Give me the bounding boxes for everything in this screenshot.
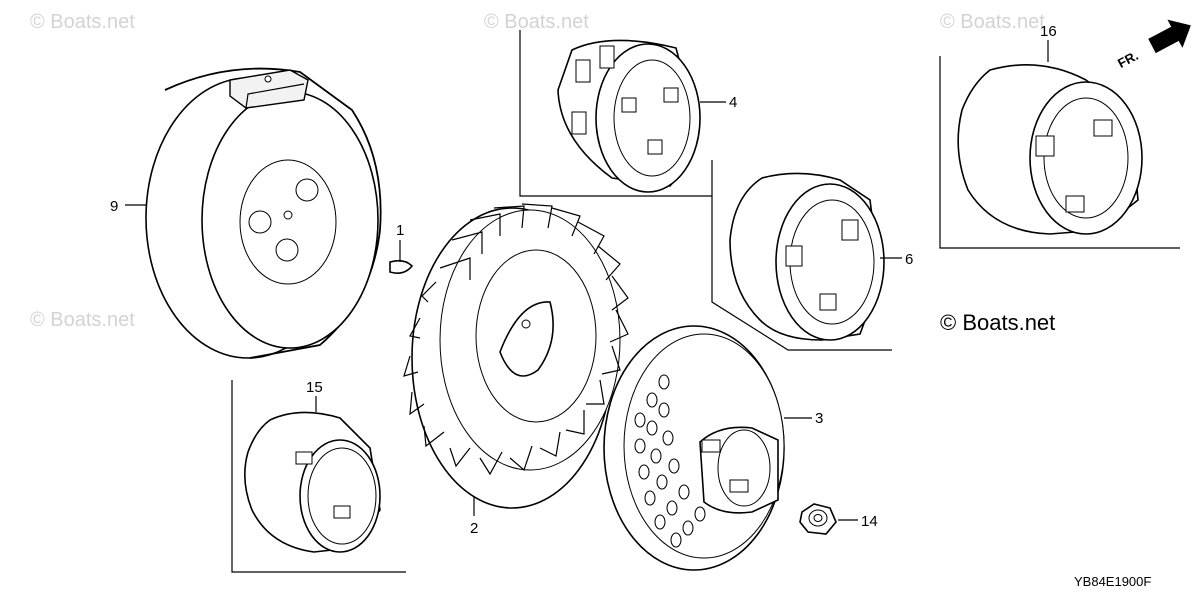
leader-lines	[125, 40, 1049, 521]
callout-9: 9	[110, 198, 118, 215]
callout-3: 3	[815, 410, 823, 427]
part-4-starter-cup[interactable]	[557, 39, 701, 193]
part-15-sleeve[interactable]	[244, 411, 381, 553]
copyright-label: © Boats.net	[940, 310, 1055, 335]
watermark-top-left: © Boats.net	[30, 11, 135, 33]
fr-label: FR.	[1115, 48, 1141, 71]
callout-15: 15	[306, 379, 323, 396]
part-9-flywheel[interactable]	[145, 67, 382, 359]
part-14-nut[interactable]	[799, 503, 837, 535]
callout-4: 4	[729, 94, 737, 111]
frame-line-15	[231, 380, 406, 573]
part-2-fan[interactable]	[403, 203, 629, 509]
frame-line-4-6	[519, 30, 892, 351]
part-3-pulley[interactable]	[603, 325, 785, 571]
part-16-collar[interactable]	[957, 64, 1143, 235]
callout-14: 14	[861, 513, 878, 530]
fr-direction-arrow: FR.	[1115, 19, 1191, 71]
callout-1: 1	[396, 222, 404, 239]
callout-6: 6	[905, 251, 913, 268]
callout-16: 16	[1040, 23, 1057, 40]
frame-line-16	[939, 56, 1180, 249]
diagram-code: YB84E1900F	[1074, 574, 1151, 589]
callout-2: 2	[470, 520, 478, 537]
watermark-top-right: © Boats.net	[940, 11, 1045, 33]
part-6-collar[interactable]	[729, 172, 885, 341]
watermark-top-center: © Boats.net	[484, 11, 589, 33]
watermark-mid-left: © Boats.net	[30, 309, 135, 331]
part-1-key[interactable]	[389, 259, 414, 274]
